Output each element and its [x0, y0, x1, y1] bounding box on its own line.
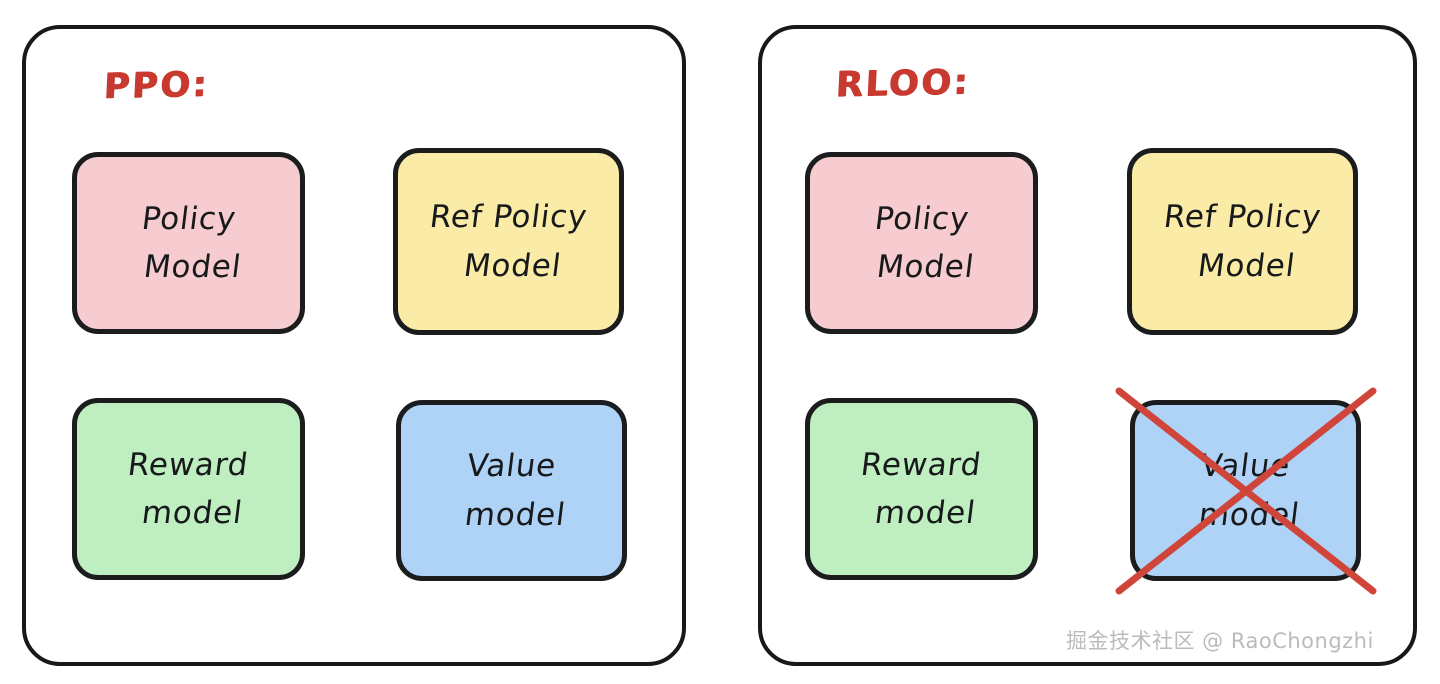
model-box-label-line2: Model: [874, 249, 977, 285]
model-box-label-line1: Ref Policy: [1161, 199, 1324, 236]
watermark: 掘金技术社区 @ RaoChongzhi: [1066, 629, 1374, 653]
model-box-label-line2: Model: [141, 249, 244, 285]
model-box-ppo-value-model: Value model: [396, 400, 627, 581]
panel-title-ppo: PPO:: [102, 64, 211, 108]
panel-title-rloo: RLOO:: [834, 62, 972, 106]
model-box-label-line1: Reward: [126, 446, 251, 483]
model-box-ppo-reward-model: Reward model: [72, 398, 305, 580]
model-box-label-line2: model: [873, 495, 978, 531]
model-box-ppo-ref-policy-model: Ref Policy Model: [393, 148, 624, 335]
model-box-label-line2: Model: [1195, 247, 1298, 284]
model-box-label-line2: model: [140, 495, 245, 531]
model-box-label-line1: Value: [464, 448, 559, 485]
model-box-label-line1: Value: [1198, 448, 1293, 485]
model-box-rloo-reward-model: Reward model: [805, 398, 1038, 580]
model-box-label-line1: Ref Policy: [427, 199, 590, 236]
model-box-rloo-ref-policy-model: Ref Policy Model: [1127, 148, 1358, 335]
model-box-label-line2: Model: [461, 247, 564, 284]
model-box-ppo-policy-model: Policy Model: [72, 152, 305, 334]
model-box-rloo-value-model: Value model: [1130, 400, 1361, 581]
model-box-label-line1: Policy: [139, 200, 238, 237]
model-box-label-line1: Reward: [859, 446, 984, 483]
model-box-rloo-policy-model: Policy Model: [805, 152, 1038, 334]
model-box-label-line2: model: [1197, 496, 1302, 533]
model-box-label-line2: model: [463, 496, 568, 533]
model-box-label-line1: Policy: [872, 200, 971, 237]
